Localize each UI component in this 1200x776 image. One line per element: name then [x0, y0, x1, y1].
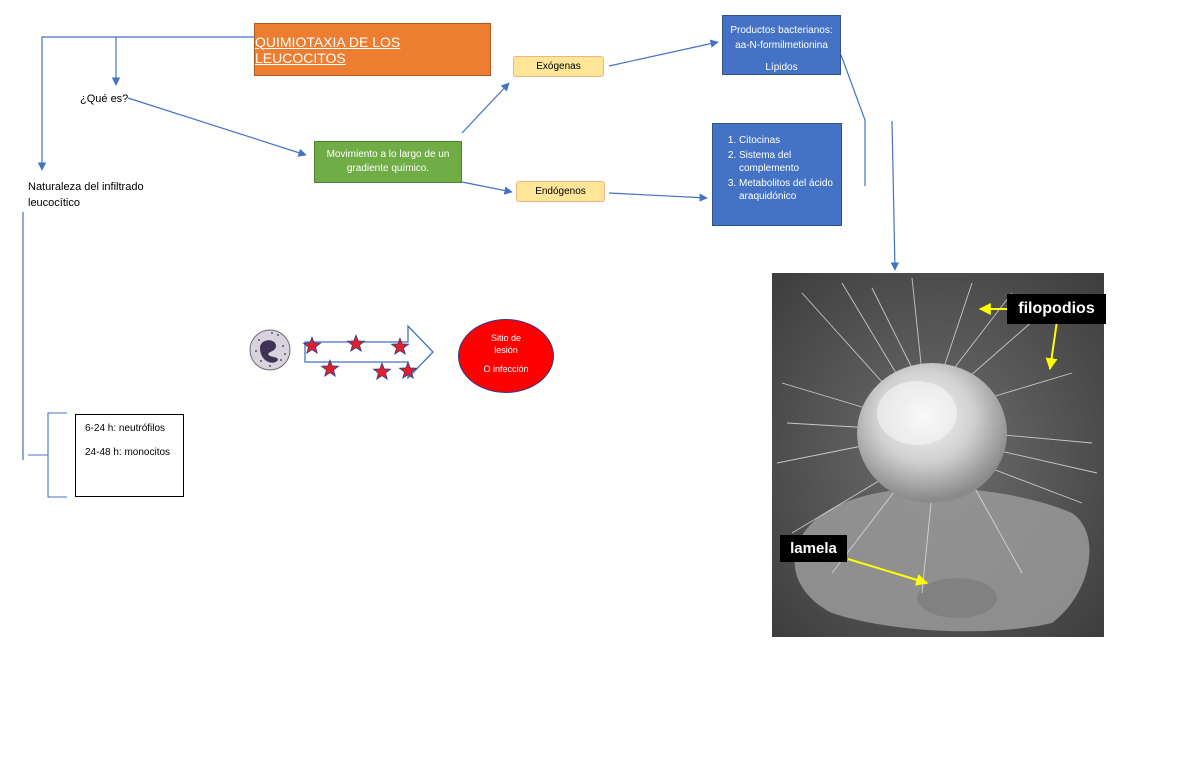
lesion-line1: Sitio de lesión [490, 333, 522, 355]
electron-micrograph [772, 273, 1104, 637]
exogenous-line1: Productos bacterianos: [730, 25, 833, 36]
lamella-region [794, 488, 1090, 632]
migration-illustration [249, 324, 434, 381]
lesion-line2: O infección [483, 364, 529, 375]
connector-to-micrograph [890, 120, 900, 271]
lamella-label: lamela [780, 535, 847, 562]
exogenous-line2: aa-N-formilmetionina [735, 40, 828, 51]
endogenous-item: Metabolitos del ácido araquidónico [739, 177, 841, 204]
filopodia-label-text: filopodios [1018, 300, 1095, 317]
chemotaxis-arrow [304, 324, 434, 380]
filopodia-label: filopodios [1007, 294, 1106, 324]
connector-question-definition [127, 97, 307, 157]
connector-definition-endogenous [461, 181, 513, 195]
connector-box-bend [840, 54, 866, 186]
lesion-site-circle: Sitio de lesión O infección [458, 319, 554, 393]
endogenous-info-box: Citocinas Sistema del complemento Metabo… [712, 123, 842, 226]
definition-text: Movimiento a lo largo de un gradiente qu… [326, 149, 450, 174]
time-item: 24-48 h: monocitos [85, 447, 171, 458]
neutrophil-icon [249, 329, 291, 371]
star-marker [372, 361, 392, 381]
exogenous-line3: Lípidos [765, 62, 798, 73]
star-marker [346, 333, 366, 353]
connector-endogenous-box [608, 192, 708, 202]
infiltrate-label: Naturaleza del infiltrado leucocítico [28, 181, 144, 209]
lamella-arrow [847, 558, 929, 586]
star-marker [398, 360, 418, 380]
bracket [28, 412, 67, 498]
endogenous-item: Citocinas [739, 134, 841, 148]
endogenous-list: Citocinas Sistema del complemento Metabo… [713, 134, 841, 204]
star-marker [390, 336, 410, 356]
infiltrate-times-box: 6-24 h: neutrófilos 24-48 h: monocitos [75, 414, 184, 497]
question-label: ¿Qué es? [80, 93, 129, 105]
title-box: QUIMIOTAXIA DE LOS LEUCOCITOS [254, 23, 491, 76]
endogenous-item: Sistema del complemento [739, 149, 841, 176]
connector-definition-exogenous [461, 82, 510, 134]
connector-exogenous-box [608, 39, 719, 67]
exogenous-pill: Exógenas [513, 56, 604, 77]
endogenous-pill: Endógenos [516, 181, 605, 202]
star-marker [302, 335, 322, 355]
exogenous-info-box: Productos bacterianos: aa-N-formilmetion… [722, 15, 841, 75]
endogenous-label: Endógenos [535, 186, 586, 197]
filopodia-arrow [1045, 320, 1058, 371]
lamella-label-text: lamela [790, 540, 837, 557]
exogenous-label: Exógenas [536, 61, 581, 72]
connector-title-bracket [37, 36, 254, 171]
star-marker [320, 358, 340, 378]
definition-box: Movimiento a lo largo de un gradiente qu… [314, 141, 462, 183]
time-item: 6-24 h: neutrófilos [85, 423, 166, 434]
title-text: QUIMIOTAXIA DE LOS LEUCOCITOS [255, 33, 401, 66]
